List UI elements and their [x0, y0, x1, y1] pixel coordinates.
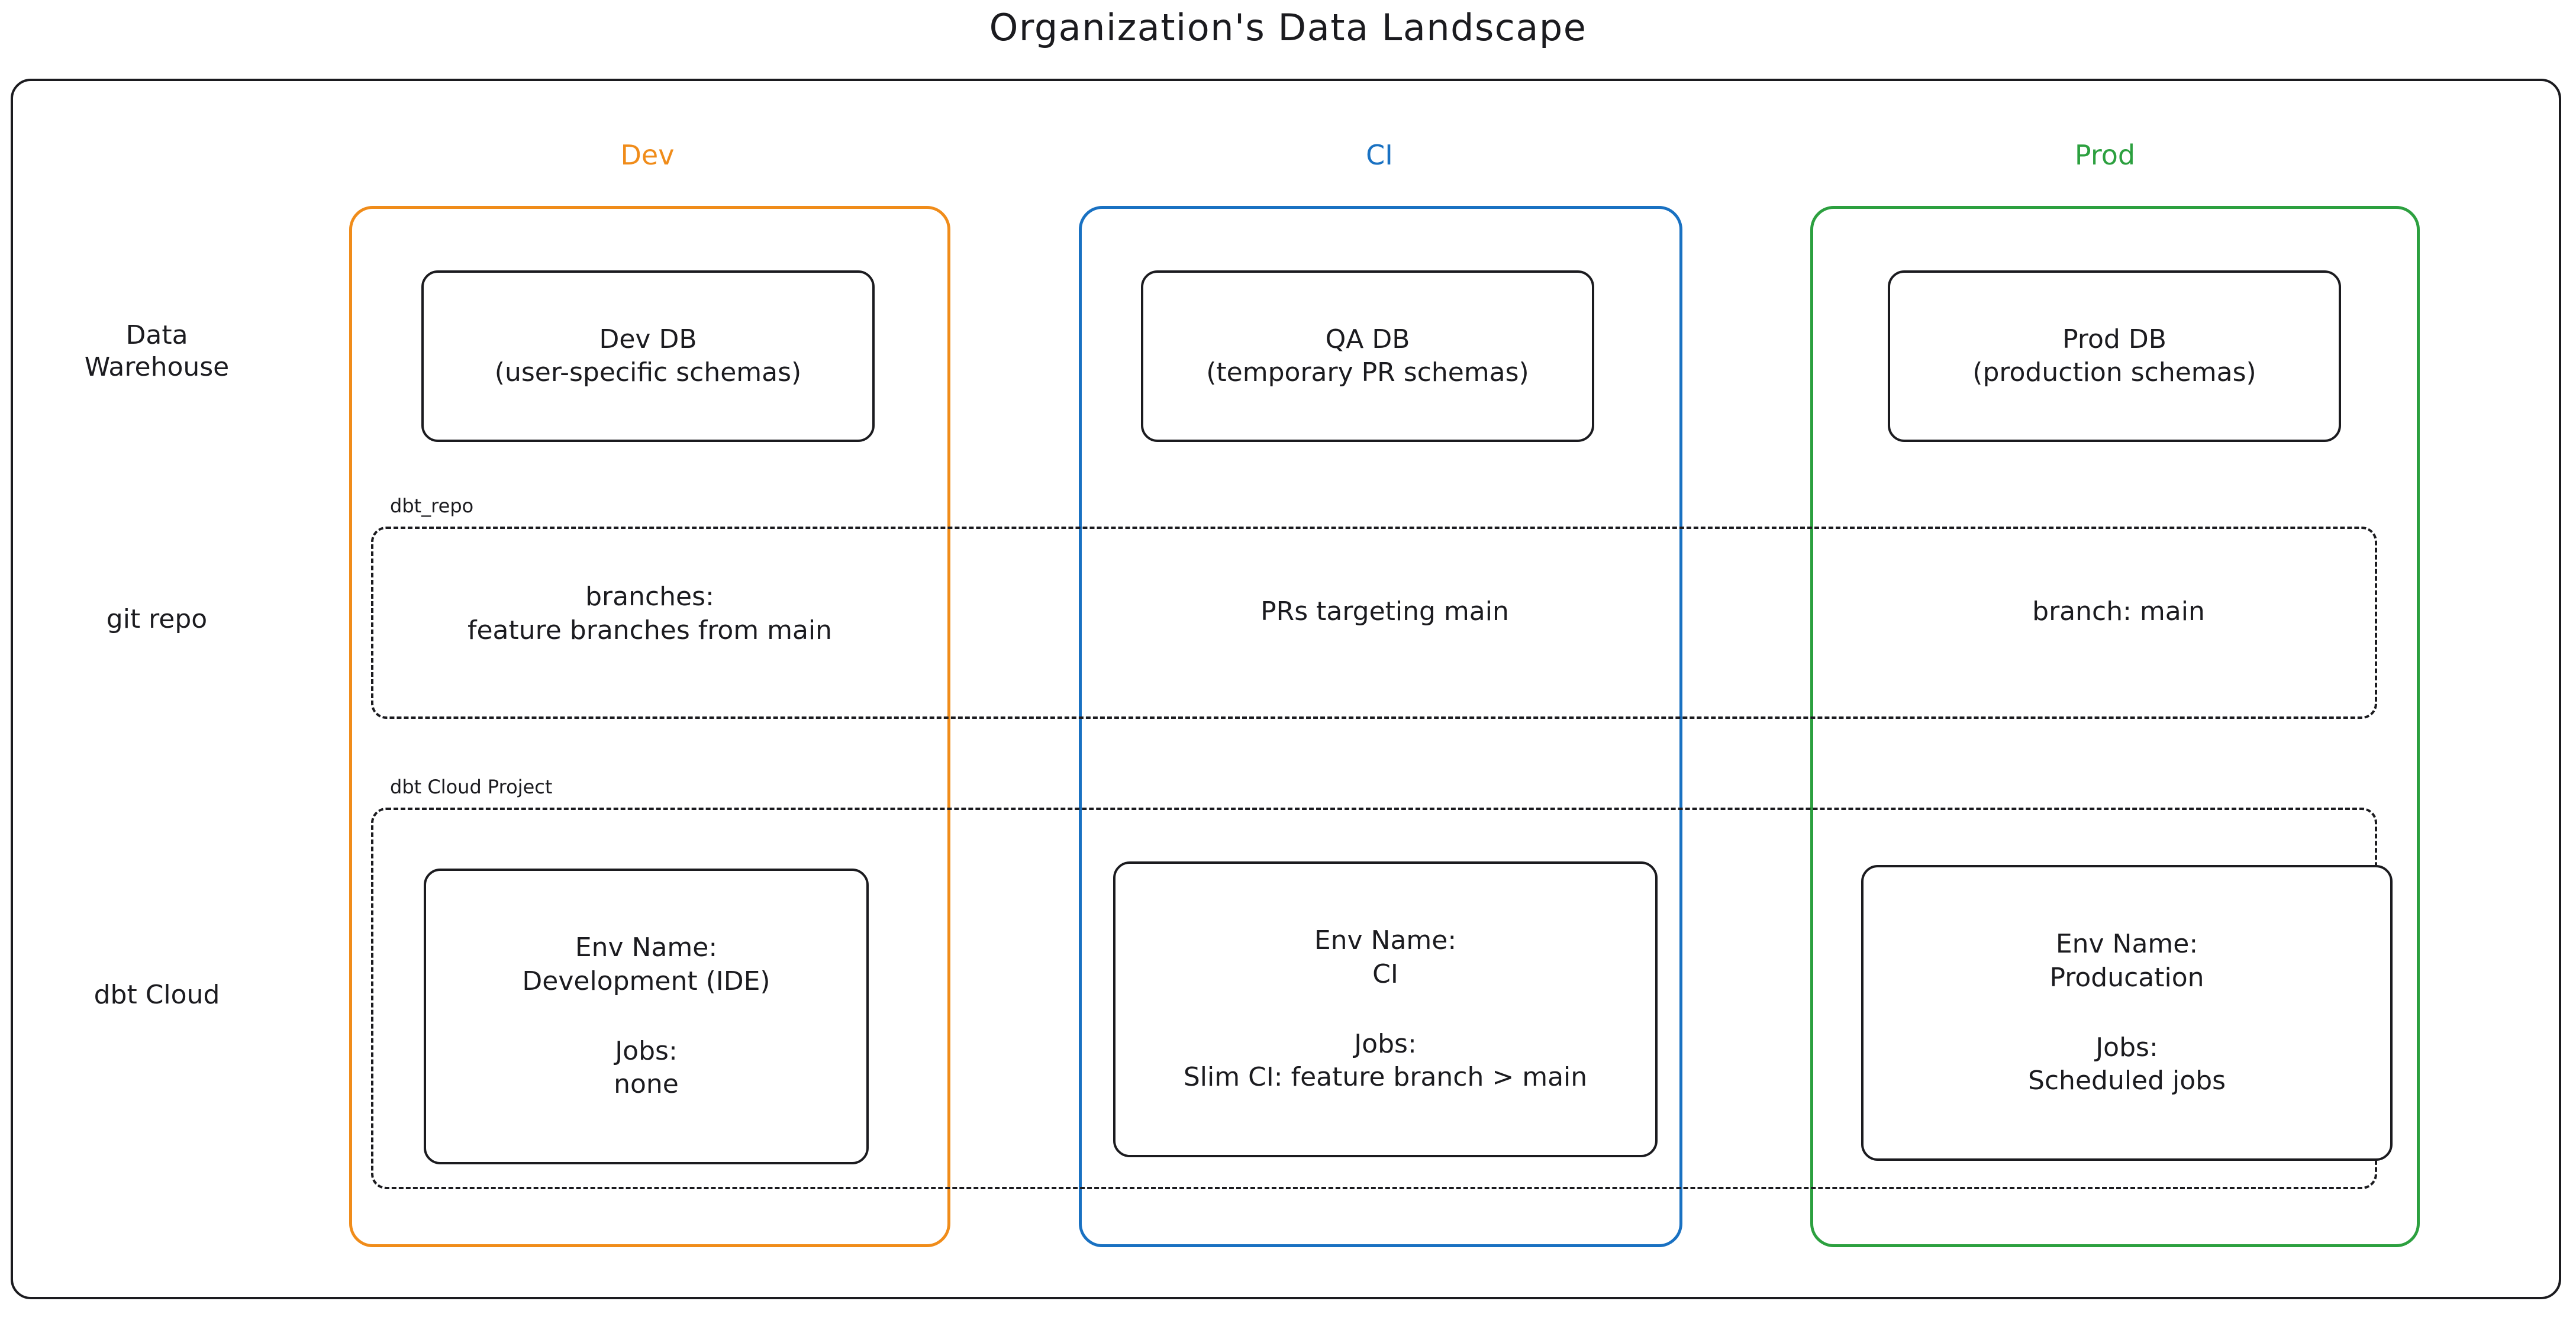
dbt-cloud-prod-env-label: Env Name:	[2055, 929, 2198, 960]
column-header-prod: Prod	[2074, 139, 2136, 171]
dev-db-title: Dev DB	[599, 324, 697, 354]
card-data-warehouse-prod: Prod DB (production schemas)	[1888, 270, 2341, 442]
qa-db-title: QA DB	[1325, 324, 1410, 354]
dbt-cloud-dev-env-block: Env Name: Development (IDE)	[522, 931, 770, 998]
qa-db-detail: (temporary PR schemas)	[1206, 357, 1529, 388]
card-dbt-cloud-ci: Env Name: CI Jobs: Slim CI: feature bran…	[1113, 861, 1658, 1157]
group-dbt-repo: dbt_repo	[371, 495, 2377, 719]
outer-frame	[11, 79, 2561, 1299]
page-title: Organization's Data Landscape	[989, 6, 1587, 49]
dbt-cloud-ci-env-label: Env Name:	[1314, 925, 1457, 956]
dbt-cloud-prod-jobs-value: Scheduled jobs	[2027, 1066, 2226, 1096]
prod-db-title: Prod DB	[2062, 324, 2166, 354]
dbt-cloud-prod-jobs-label: Jobs:	[2095, 1032, 2158, 1063]
prod-db-detail: (production schemas)	[1972, 357, 2256, 388]
card-dbt-cloud-dev: Env Name: Development (IDE) Jobs: none	[424, 869, 869, 1164]
dbt-cloud-dev-env-value: Development (IDE)	[522, 966, 770, 996]
group-label-dbt-cloud-project: dbt Cloud Project	[386, 776, 556, 798]
git-repo-text-ci: PRs targeting main	[1260, 596, 1509, 627]
dbt-cloud-prod-jobs-block: Jobs: Scheduled jobs	[2028, 1031, 2226, 1098]
dbt-cloud-prod-env-block: Env Name: Producation	[2049, 928, 2204, 995]
dev-db-detail: (user-specific schemas)	[494, 357, 802, 388]
env-column-prod	[1810, 206, 2420, 1247]
row-label-data-warehouse: Data Warehouse	[84, 320, 230, 382]
column-header-dev: Dev	[620, 139, 675, 171]
dbt-cloud-dev-jobs-value: none	[614, 1069, 679, 1100]
dbt-cloud-prod-env-value: Producation	[2049, 962, 2204, 993]
row-label-dbt-cloud: dbt Cloud	[94, 980, 220, 1010]
column-header-ci: CI	[1366, 139, 1393, 171]
dbt-cloud-dev-jobs-label: Jobs:	[615, 1036, 678, 1066]
group-label-dbt-repo: dbt_repo	[386, 495, 478, 517]
card-data-warehouse-dev: Dev DB (user-specific schemas)	[421, 270, 875, 442]
env-column-dev	[349, 206, 950, 1247]
dbt-cloud-ci-env-block: Env Name: CI	[1314, 924, 1456, 991]
dbt-cloud-ci-env-value: CI	[1372, 958, 1398, 989]
dbt-cloud-dev-jobs-block: Jobs: none	[614, 1035, 679, 1102]
git-repo-text-prod: branch: main	[2032, 596, 2205, 627]
env-column-ci	[1079, 206, 1682, 1247]
card-data-warehouse-ci: QA DB (temporary PR schemas)	[1141, 270, 1594, 442]
git-repo-text-dev: branches: feature branches from main	[467, 582, 833, 646]
dbt-cloud-ci-jobs-block: Jobs: Slim CI: feature branch > main	[1184, 1028, 1587, 1095]
dbt-cloud-dev-env-label: Env Name:	[575, 932, 718, 963]
dbt-cloud-ci-jobs-label: Jobs:	[1354, 1029, 1417, 1059]
row-label-git-repo: git repo	[106, 604, 208, 634]
dbt-cloud-ci-jobs-value: Slim CI: feature branch > main	[1183, 1062, 1588, 1093]
card-dbt-cloud-prod: Env Name: Producation Jobs: Scheduled jo…	[1861, 865, 2393, 1161]
